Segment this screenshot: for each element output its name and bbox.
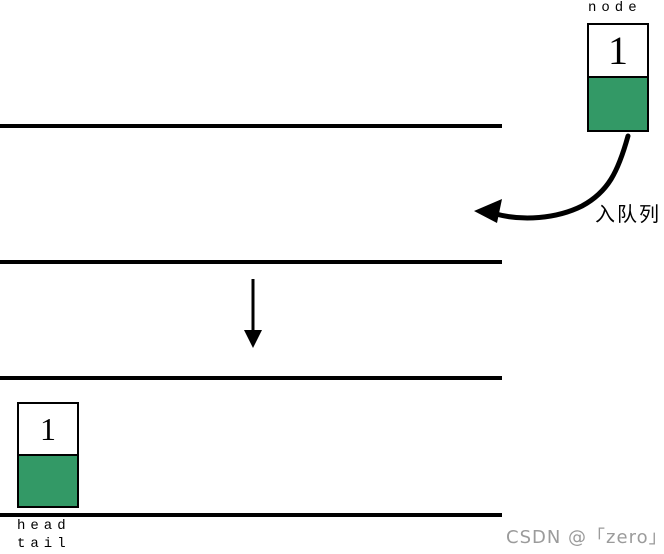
top-node-label: node bbox=[588, 0, 642, 16]
tail-pointer-label: tail bbox=[17, 536, 71, 552]
divider-line-2 bbox=[0, 260, 502, 264]
enqueue-arrow-label: 入队列 bbox=[595, 202, 661, 226]
divider-line-4 bbox=[0, 513, 502, 517]
down-arrow-head-icon bbox=[244, 330, 262, 348]
bottom-node-value: 1 bbox=[19, 404, 77, 454]
top-node-value: 1 bbox=[589, 25, 647, 76]
top-node-box: 1 bbox=[587, 23, 649, 132]
bottom-node-next-pointer-cell bbox=[19, 454, 77, 506]
transition-down-arrow bbox=[244, 279, 262, 348]
head-pointer-label: head bbox=[17, 518, 71, 534]
bottom-node-box: 1 bbox=[17, 402, 79, 508]
enqueue-arrow-head-icon bbox=[474, 199, 502, 223]
csdn-watermark: CSDN @「zero」 bbox=[506, 527, 664, 548]
top-node-next-pointer-cell bbox=[589, 76, 647, 130]
head-tail-labels: head tail bbox=[17, 517, 71, 553]
divider-line-3 bbox=[0, 376, 502, 380]
divider-line-1 bbox=[0, 124, 502, 128]
